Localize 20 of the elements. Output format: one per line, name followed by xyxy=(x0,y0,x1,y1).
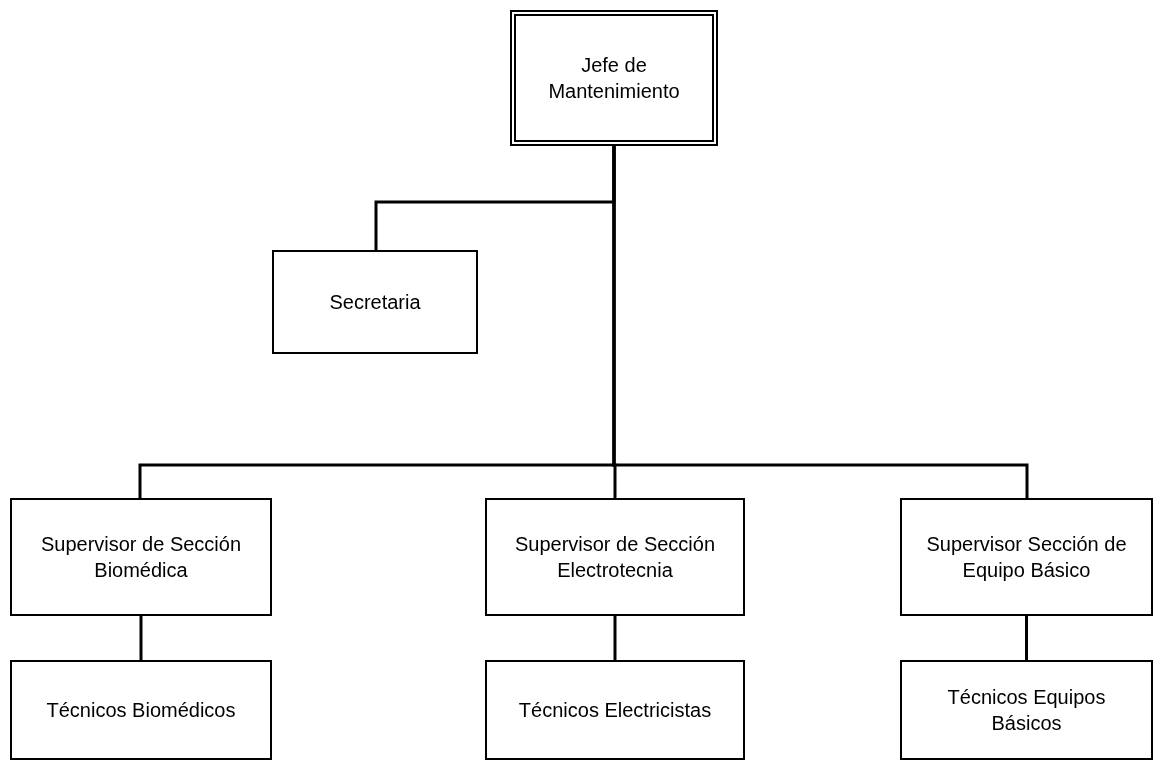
role-box xyxy=(272,250,478,354)
connector-line xyxy=(613,616,617,660)
role-title: Supervisor de Sección Biomédica xyxy=(39,532,243,583)
role-box xyxy=(900,660,1153,760)
connector-line xyxy=(612,146,1029,498)
role-title: Secretaria xyxy=(328,290,422,315)
role-box xyxy=(485,498,745,616)
role-box xyxy=(10,660,272,760)
role-title: Supervisor Sección de Equipo Básico xyxy=(925,532,1128,583)
role-box xyxy=(485,660,745,760)
role-box xyxy=(900,498,1153,616)
role-title: Técnicos Equipos Básicos xyxy=(946,685,1107,736)
role-box xyxy=(10,498,272,616)
role-title: Técnicos Electricistas xyxy=(517,698,713,723)
connector-line xyxy=(139,616,143,660)
role-title: Supervisor de Sección Electrotecnia xyxy=(513,532,717,583)
role-title: Técnicos Biomédicos xyxy=(45,698,237,723)
role-title: Jefe de Mantenimiento xyxy=(547,53,681,104)
connector-line xyxy=(1025,616,1028,660)
head-box xyxy=(510,10,718,146)
